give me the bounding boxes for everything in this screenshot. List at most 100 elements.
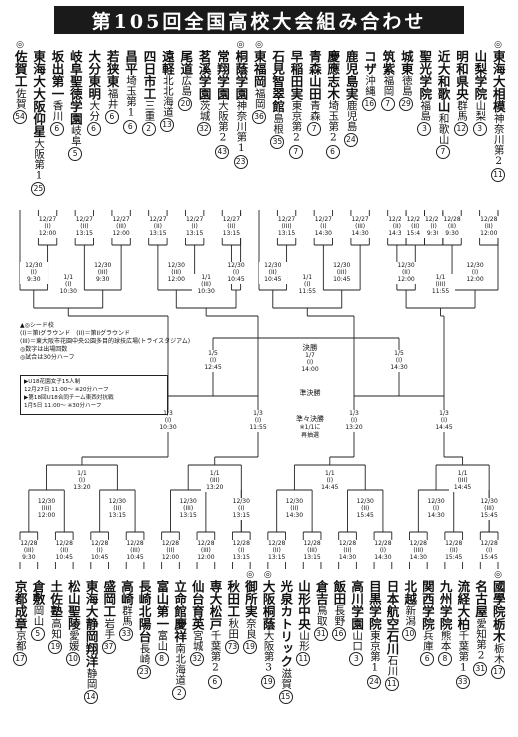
match-time: 13:15	[303, 554, 321, 562]
appearance-count: 23	[136, 664, 151, 679]
team-prefecture: 静岡	[85, 667, 98, 689]
match-date: 12/28	[480, 216, 498, 223]
match-venue: (I)	[350, 417, 358, 425]
team-name: 岐阜聖徳学園	[67, 50, 83, 125]
match-info: 1/1(III)10:30	[192, 274, 221, 296]
seed-mark	[135, 570, 153, 580]
appearance-count: 7	[288, 144, 303, 159]
match-venue: (III)	[413, 547, 424, 555]
team-prefecture: 神奈川第2	[492, 112, 505, 167]
team-name: 青森山田	[306, 50, 322, 100]
match-time: 12:00	[466, 276, 484, 284]
seed-mark	[415, 40, 433, 50]
match-date: 12/27	[38, 216, 57, 223]
team-name: 桐蔭学園	[233, 50, 249, 100]
seed-mark	[436, 570, 454, 580]
seed-mark	[397, 40, 415, 50]
appearance-count: 15	[278, 689, 293, 704]
match-venue: (I)	[232, 269, 240, 277]
team-prefecture: 兵庫	[421, 630, 434, 651]
match-info: 12/30(I)13:15	[227, 498, 256, 520]
match-date: 12/28	[55, 540, 73, 547]
match-time: 13:20	[345, 424, 363, 432]
match-venue: (III)	[336, 269, 347, 277]
match-venue: (II)	[268, 269, 277, 277]
match-info: 12/30(I)9:30	[19, 262, 48, 284]
team-name: 大分東明	[86, 50, 102, 100]
match-date: 12/28	[91, 540, 109, 547]
match-venue: (II)	[166, 547, 175, 555]
appearance-count: 19	[48, 639, 63, 654]
match-venue: (I)	[432, 505, 440, 513]
team-name: 山形中央	[296, 580, 311, 630]
team-name: 北越	[402, 580, 418, 605]
appearance-count: 3	[472, 122, 487, 136]
legend: ▲◎シード校 (I)＝第Iグラウンド (II)＝第IIグラウンド (III)＝東…	[20, 322, 190, 362]
team-prefecture: 香川	[51, 100, 64, 121]
seed-mark: ◎	[494, 570, 502, 580]
seed-mark	[294, 570, 312, 580]
match-time: 14:30	[388, 230, 406, 238]
team-name: 倉敷	[30, 580, 46, 605]
match-date: 1/1	[435, 274, 446, 281]
team-prefecture: 千葉第2	[209, 630, 222, 674]
seed-mark	[379, 40, 397, 50]
seed-mark	[347, 570, 365, 580]
team-name: 日本航空石川	[384, 580, 400, 655]
match-date: 12/28	[409, 540, 427, 547]
match-time: 14:30	[374, 554, 392, 562]
match-date: 12/30	[232, 498, 250, 505]
match-date: 12/27	[277, 216, 296, 223]
appearance-count: 2	[141, 122, 156, 136]
match-venue: (I)	[254, 417, 262, 425]
match-time: 9:30	[445, 230, 459, 238]
match-venue: (II)	[484, 223, 493, 231]
legend-seed: ▲◎シード校	[20, 322, 54, 329]
match-info: 12/28(II)15:45	[439, 540, 468, 562]
match-time: 13:15	[149, 230, 167, 238]
match-venue: (II)	[449, 547, 458, 555]
match-time: 13:15	[179, 512, 197, 520]
seed-mark	[400, 570, 418, 580]
seed-mark: ◎	[255, 40, 263, 50]
team-prefecture: 福岡	[382, 75, 395, 96]
match-date: 12/30	[179, 498, 197, 505]
match-date: 1/3	[163, 410, 173, 417]
team-prefecture: 群馬	[120, 605, 133, 626]
match-info: 12/30(II)10:45	[258, 262, 287, 284]
appearance-count: 6	[325, 144, 340, 159]
team-prefecture: 沖縄	[364, 75, 377, 96]
match-time: 11:55	[431, 288, 450, 296]
match-time: 10:45	[126, 554, 144, 562]
match-venue: (III)	[200, 547, 211, 555]
match-venue: (II)	[343, 547, 352, 555]
match-date: 1/1	[324, 470, 335, 477]
appearance-count: 14	[83, 689, 98, 704]
match-venue: (III)	[23, 547, 34, 555]
appearance-count: 36	[252, 109, 266, 124]
match-info: 1/3(I)10:30	[154, 410, 182, 432]
seed-mark	[188, 570, 206, 580]
appearance-count: 7	[307, 122, 322, 136]
seed-mark	[305, 40, 323, 50]
match-time: 13:20	[73, 484, 91, 492]
match-venue: (III)	[201, 281, 212, 289]
match-venue: (II)	[227, 223, 236, 231]
team-prefecture: 埼玉第2	[327, 100, 340, 144]
team-prefecture: 佐賀	[14, 87, 27, 109]
match-date: 12/30	[94, 262, 112, 269]
seed-mark	[29, 570, 47, 580]
match-venue: (I)	[304, 281, 311, 289]
team-name: 佐賀工	[12, 50, 28, 88]
